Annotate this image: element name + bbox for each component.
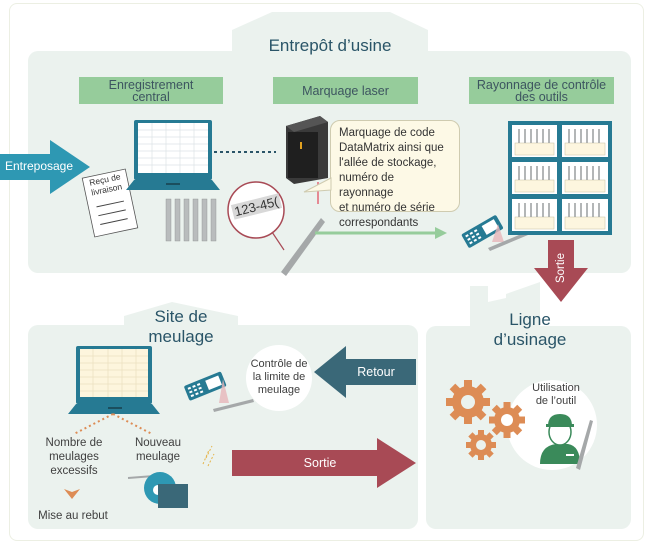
- grinding-site-title: Site de meulage: [148, 307, 214, 346]
- drill-tools-icon: [165, 198, 217, 242]
- flow-arrow-to-rack: [315, 227, 447, 239]
- new-grinding-label: Nouveau meulage: [134, 437, 182, 463]
- grinding-laptop-icon: [68, 346, 160, 414]
- excess-grinding-label: Nombre de meulages excessifs: [45, 437, 103, 477]
- entry-arrow[interactable]: [0, 140, 100, 195]
- callout-pointer: [303, 177, 332, 193]
- barcode-scanner-icon: [461, 215, 528, 251]
- exit-right-arrow[interactable]: [232, 438, 416, 488]
- section-label-tool-rack: Rayonnage de contrôle des outils: [469, 77, 614, 104]
- laser-marker-icon: [286, 116, 328, 204]
- exit-down-arrow[interactable]: [534, 240, 588, 302]
- delivery-receipt-icon: [81, 168, 139, 238]
- tool-rack-icon: [508, 121, 612, 235]
- worker-icon: [540, 414, 580, 464]
- decision-dotted-lines: [73, 413, 153, 435]
- sparks-icon: [202, 445, 215, 467]
- connection-dotted-line: [214, 151, 276, 153]
- laptop-icon: [126, 120, 220, 190]
- tool-usage-label: Utilisation de l’outil: [532, 382, 580, 407]
- warehouse-title: Entrepôt d’usine: [268, 36, 392, 55]
- return-arrow-label: Retour: [357, 365, 395, 379]
- scrap-label: Mise au rebut: [38, 510, 108, 522]
- return-arrow[interactable]: [314, 346, 416, 398]
- grinding-site-roof: [124, 302, 238, 330]
- warehouse-roof: [232, 12, 428, 60]
- section-label-laser-marking: Marquage laser: [273, 77, 418, 104]
- grinding-limit-check-circle: [246, 345, 312, 411]
- grinding-wheel-icon: [127, 472, 188, 508]
- scrap-chevron-icon: [64, 489, 80, 499]
- exit-right-arrow-label: Sortie: [303, 456, 337, 470]
- grinding-scanner-icon: [184, 371, 254, 412]
- machining-line-roof: [470, 282, 540, 326]
- tool-held-icon: [576, 420, 593, 470]
- laser-marking-callout: Marquage de code DataMatrix ainsi que l'…: [330, 120, 460, 229]
- entry-arrow-label: Entreposage: [4, 159, 74, 173]
- grinding-limit-check-label: Contrôle de la limite de meulage: [250, 358, 308, 396]
- gears-icon: [446, 380, 525, 460]
- section-label-central-registration: Enregistrement central: [79, 77, 223, 104]
- machining-line-title: Ligne d’usinage: [493, 310, 567, 349]
